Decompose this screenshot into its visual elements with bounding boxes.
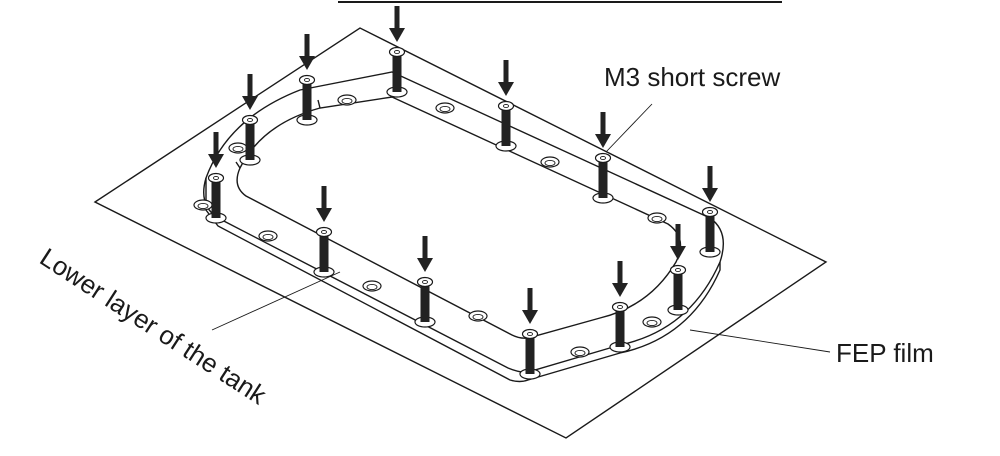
down-arrow-icon xyxy=(670,224,686,260)
down-arrow-icon xyxy=(595,112,611,148)
hole-group xyxy=(193,94,667,358)
down-arrow-icon xyxy=(498,60,514,96)
down-arrow-icon xyxy=(299,34,315,70)
frame-inner-edge xyxy=(236,96,682,339)
screw-group xyxy=(205,6,721,380)
screw-hole-icon xyxy=(642,316,662,328)
down-arrow-icon xyxy=(522,288,538,324)
screw-label: M3 short screw xyxy=(604,62,780,92)
down-arrow-icon xyxy=(242,74,258,110)
down-arrow-icon xyxy=(389,6,405,42)
screw-icon xyxy=(667,224,689,316)
screw-icon xyxy=(592,112,614,204)
screw-icon xyxy=(699,166,721,258)
screw-icon xyxy=(495,60,517,152)
film-leader-line xyxy=(689,329,831,353)
screw-icon xyxy=(239,74,261,166)
screw-hole-icon xyxy=(435,102,455,114)
frame-thickness-edge xyxy=(205,178,721,383)
tank-leader-line xyxy=(211,271,341,331)
film-label: FEP film xyxy=(836,338,934,368)
screw-hole-icon xyxy=(362,280,382,292)
screw-hole-icon xyxy=(228,142,248,154)
down-arrow-icon xyxy=(417,236,433,272)
screw-icon xyxy=(414,236,436,328)
screw-hole-icon xyxy=(193,199,213,211)
down-arrow-icon xyxy=(316,186,332,222)
screw-icon xyxy=(609,261,631,353)
frame-outer-edge xyxy=(203,71,724,373)
screw-icon xyxy=(386,6,408,98)
down-arrow-icon xyxy=(208,132,224,168)
screw-leader-line xyxy=(605,103,653,153)
screw-hole-icon xyxy=(570,346,590,358)
screw-hole-icon xyxy=(540,156,560,168)
down-arrow-icon xyxy=(612,261,628,297)
screw-icon xyxy=(205,132,227,224)
screw-hole-icon xyxy=(468,310,488,322)
fep-film-sheet xyxy=(93,27,828,439)
down-arrow-icon xyxy=(702,166,718,202)
screw-hole-icon xyxy=(647,212,667,224)
tank-frame xyxy=(203,71,724,383)
screw-icon xyxy=(519,288,541,380)
screw-icon xyxy=(313,186,335,278)
screw-hole-icon xyxy=(258,230,278,242)
screw-icon xyxy=(296,34,318,126)
screw-hole-icon xyxy=(337,94,357,106)
